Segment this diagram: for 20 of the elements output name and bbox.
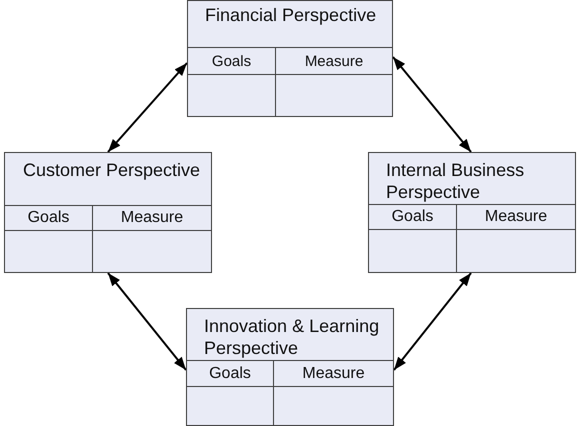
perspective-title: Financial Perspective [205,4,378,26]
double-headed-arrow [107,62,188,153]
perspective-box [187,0,393,117]
column-header: Goals [368,204,457,230]
column-header: Measure [273,360,394,387]
column-header: Measure [456,204,576,230]
column-header: Measure [275,47,393,75]
column-header: Goals [187,47,276,75]
double-headed-arrow [393,272,472,371]
double-headed-arrow [107,272,187,371]
perspective-box [4,152,212,273]
column-header: Goals [186,360,274,387]
perspective-title: Customer Perspective [23,159,202,181]
column-header: Goals [4,205,93,231]
perspective-box [368,152,576,273]
column-header: Measure [92,205,212,231]
perspective-title: Internal Business Perspective [386,159,526,203]
perspective-title: Innovation & Learning Perspective [204,315,380,359]
perspective-box [186,308,394,426]
double-headed-arrow [392,56,472,153]
